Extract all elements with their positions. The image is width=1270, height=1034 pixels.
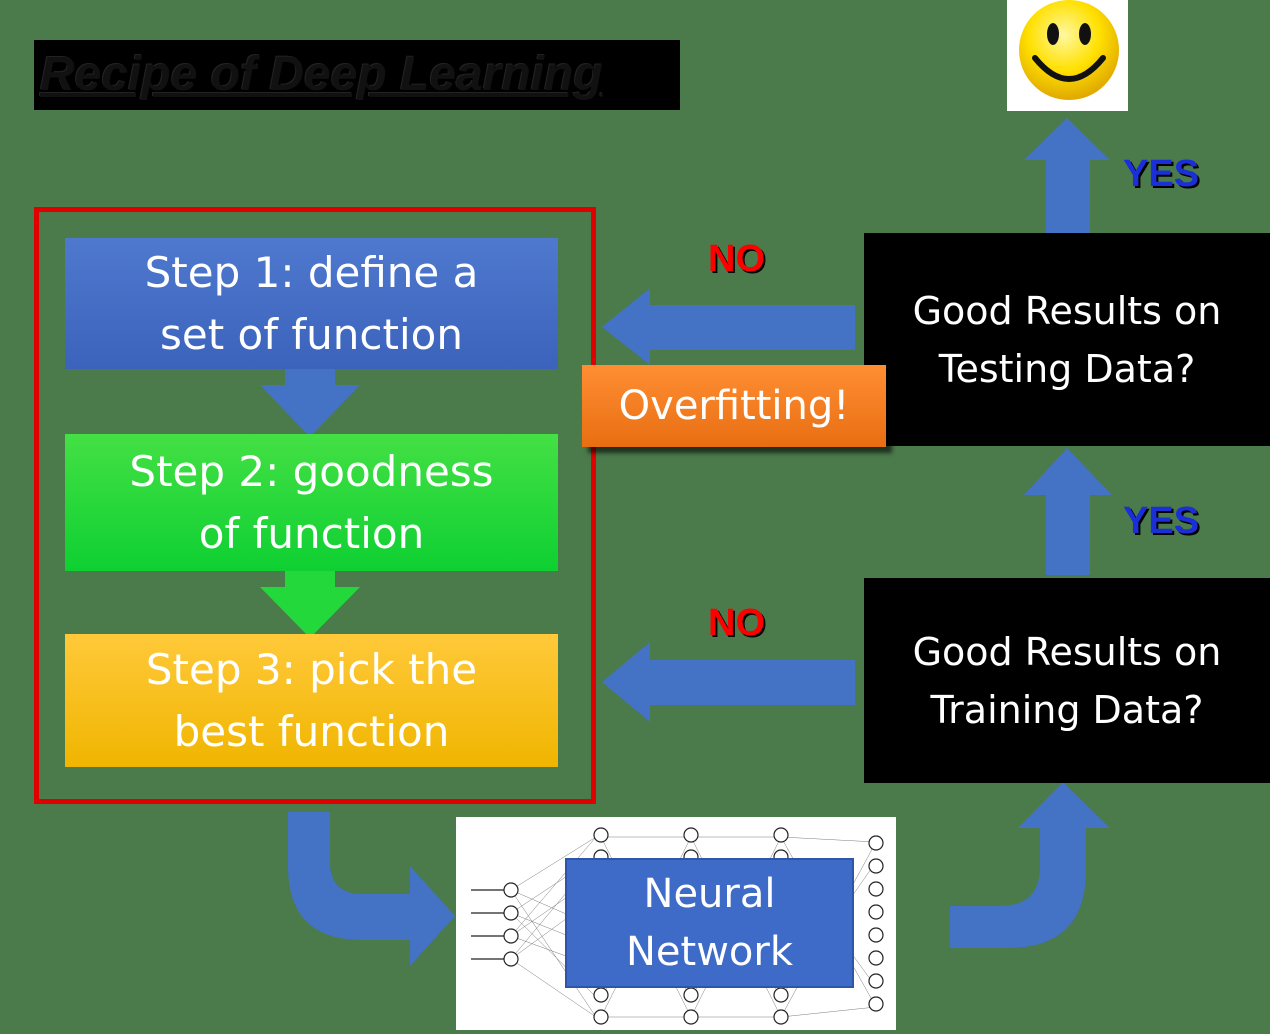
training-data-check: Good Results on Training Data? xyxy=(864,578,1270,783)
smiley-face-icon xyxy=(1007,0,1128,111)
arrow-network-to-training xyxy=(950,782,1110,948)
step-3-box: Step 3: pick the best function xyxy=(65,634,558,767)
steps-frame xyxy=(34,207,596,804)
arrow-testing-to-smiley xyxy=(1024,118,1110,233)
yes-label-testing: YES xyxy=(1123,153,1200,195)
step-2-box: Step 2: goodness of function xyxy=(65,434,558,571)
arrow-training-no xyxy=(602,642,855,722)
step-1-box: Step 1: define a set of function xyxy=(65,238,558,369)
arrow-testing-no xyxy=(602,288,855,365)
overfitting-badge: Overfitting! xyxy=(582,365,886,447)
no-label-training: NO xyxy=(708,602,765,644)
arrow-step1-to-step2 xyxy=(260,369,360,437)
yes-label-training: YES xyxy=(1123,500,1200,542)
page-title: Recipe of Deep Learning xyxy=(34,40,680,110)
arrow-step2-to-step3 xyxy=(260,571,360,638)
overfitting-label: Overfitting! xyxy=(582,365,886,447)
arrow-training-to-testing xyxy=(1024,448,1112,575)
neural-network-label: Neural Network xyxy=(565,858,854,988)
arrow-steps-to-network xyxy=(288,812,455,966)
testing-data-check: Good Results on Testing Data? xyxy=(864,233,1270,446)
no-label-testing: NO xyxy=(708,238,765,280)
